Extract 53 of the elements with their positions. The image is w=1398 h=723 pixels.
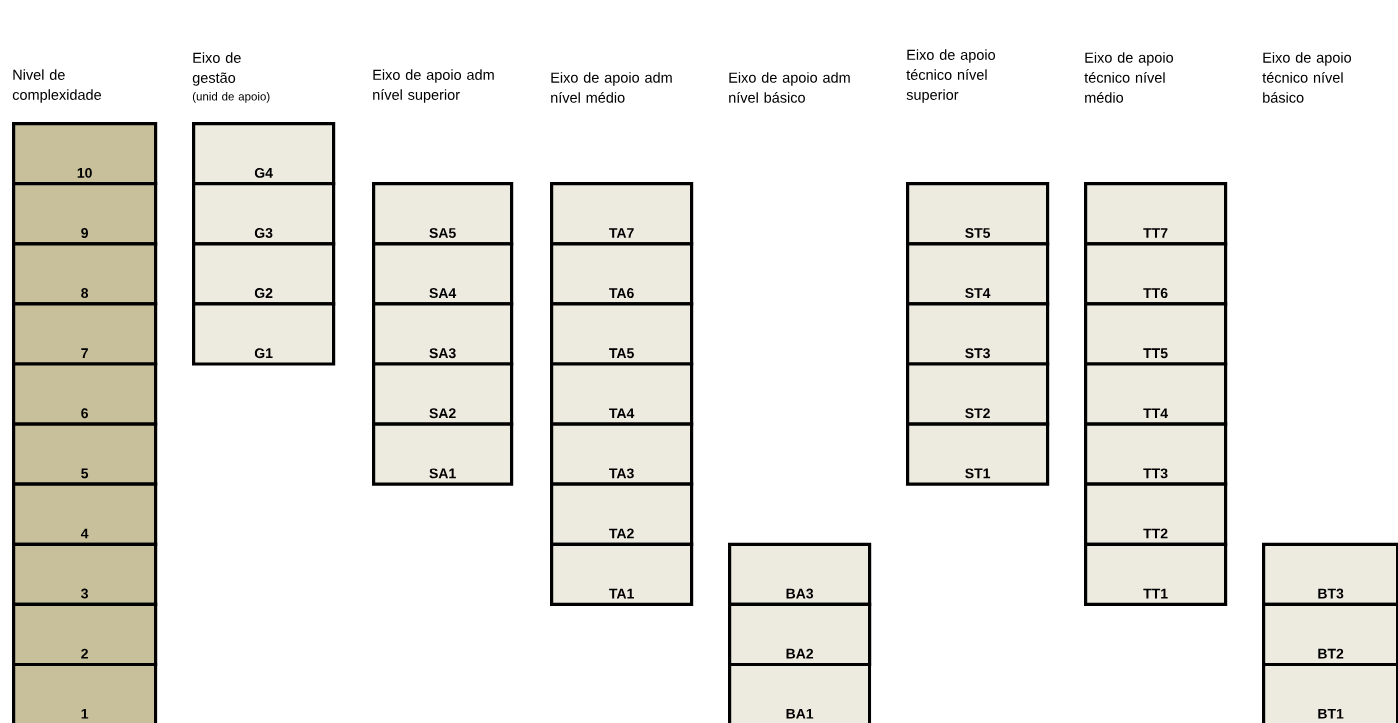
level-cell: 4 bbox=[12, 482, 158, 546]
column-heading: Eixo de gestão bbox=[192, 52, 241, 86]
grade-cell: BT2 bbox=[1262, 602, 1398, 667]
grade-cell: G3 bbox=[192, 182, 336, 246]
grade-cell: SA1 bbox=[372, 422, 514, 486]
grade-cell: SA4 bbox=[372, 242, 514, 306]
column-heading: Eixo de apoio adm nível superior bbox=[373, 69, 494, 103]
grade-cell: ST5 bbox=[906, 182, 1050, 246]
grade-cell: TT5 bbox=[1084, 302, 1228, 366]
level-cell: 9 bbox=[12, 182, 158, 246]
level-cell: 8 bbox=[12, 242, 158, 306]
column-heading: Eixo de apoio técnico nível médio bbox=[1084, 52, 1174, 103]
column-heading: Eixo de apoio técnico nível básico bbox=[1262, 52, 1352, 103]
level-cell: 5 bbox=[12, 422, 158, 486]
grade-cell: ST2 bbox=[906, 362, 1050, 426]
column-heading: Eixo de apoio técnico nível superior bbox=[906, 49, 996, 103]
grade-cell: TA6 bbox=[550, 242, 694, 306]
grade-cell: TT1 bbox=[1084, 542, 1228, 606]
grade-cell: TT3 bbox=[1084, 422, 1228, 486]
grade-cell: BA2 bbox=[728, 602, 872, 667]
heading-note: (unid de apoio) bbox=[192, 92, 270, 103]
level-cell: 7 bbox=[12, 302, 158, 366]
grade-cell: TT2 bbox=[1084, 482, 1228, 546]
grade-cell: G2 bbox=[192, 242, 336, 306]
column-heading: Eixo de apoio adm nível básico bbox=[729, 72, 850, 103]
column-heading: Nivel de complexidade bbox=[12, 69, 101, 103]
grade-cell: BT1 bbox=[1262, 662, 1398, 723]
grade-cell: ST3 bbox=[906, 302, 1050, 366]
grade-cell: TA3 bbox=[550, 422, 694, 486]
column-heading: Eixo de apoio adm nível médio bbox=[551, 72, 672, 103]
level-cell: 6 bbox=[12, 362, 158, 426]
level-cell: 3 bbox=[12, 542, 158, 606]
level-cell: 10 bbox=[12, 122, 158, 186]
grade-cell: TT6 bbox=[1084, 242, 1228, 306]
grade-cell: ST1 bbox=[906, 422, 1050, 486]
grade-cell: ST4 bbox=[906, 242, 1050, 306]
grade-cell: TA4 bbox=[550, 362, 694, 426]
grade-cell: TA5 bbox=[550, 302, 694, 366]
level-cell: 2 bbox=[12, 602, 158, 667]
grade-cell: G4 bbox=[192, 122, 336, 186]
level-cell: 1 bbox=[12, 662, 158, 723]
grade-cell: BA3 bbox=[728, 542, 872, 606]
grade-cell: TT7 bbox=[1084, 182, 1228, 246]
grade-cell: TT4 bbox=[1084, 362, 1228, 426]
grade-cell: G1 bbox=[192, 302, 336, 366]
grade-cell: TA1 bbox=[550, 542, 694, 606]
grade-cell: BT3 bbox=[1262, 542, 1398, 606]
grade-cell: TA2 bbox=[550, 482, 694, 546]
grade-cell: SA5 bbox=[372, 182, 514, 246]
grade-cell: SA3 bbox=[372, 302, 514, 366]
grade-cell: BA1 bbox=[728, 662, 872, 723]
grade-cell: SA2 bbox=[372, 362, 514, 426]
grade-cell: TA7 bbox=[550, 182, 694, 246]
